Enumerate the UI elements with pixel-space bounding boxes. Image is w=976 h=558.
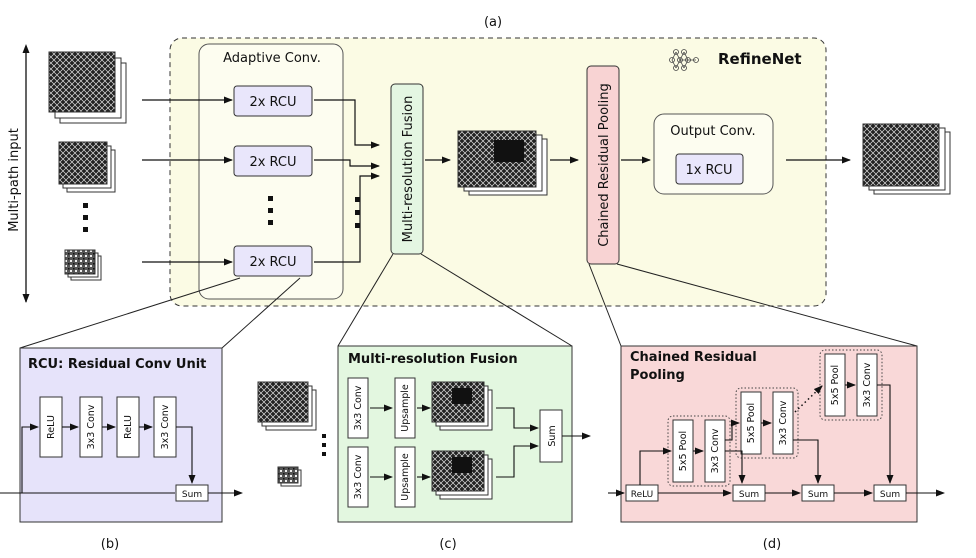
- mrf-block: [390, 83, 424, 255]
- mrf-panel-arrows: [370, 404, 591, 481]
- adaptive-conv-label: Adaptive Conv.: [223, 51, 321, 66]
- mrf-conv-1-label: 3x3 Conv: [353, 385, 364, 430]
- output-rcu-block: [675, 153, 744, 185]
- crp-pool-1: 5x5 Pool: [672, 419, 694, 483]
- mrf-block-label: Multi-resolution Fusion: [401, 96, 416, 243]
- output-image: [862, 123, 951, 195]
- mrf-sum-label: Sum: [547, 425, 558, 446]
- rcu-panel-title: RCU: Residual Conv Unit: [28, 357, 206, 372]
- rcu-block-2: 2x RCU: [233, 145, 313, 177]
- fused-image: [457, 130, 548, 196]
- label-c: (c): [439, 537, 456, 552]
- crp-conv-3-label: 3x3 Conv: [862, 362, 873, 407]
- crp-sum-3-label: Sum: [880, 490, 900, 500]
- rcu-block-3: 2x RCU: [233, 245, 313, 277]
- crp-conv-1-label: 3x3 Conv: [710, 428, 721, 473]
- mrf-input-ellipsis: [355, 197, 360, 228]
- rcu-sum-label: Sum: [182, 490, 202, 500]
- mrf-panel-image-2: [431, 450, 493, 500]
- input-image-1: [48, 51, 127, 124]
- refinenet-title: RefineNet: [718, 50, 802, 68]
- crp-sum-3: Sum: [873, 484, 907, 502]
- label-d: (d): [763, 537, 781, 552]
- rcu-relu-2: ReLU: [116, 396, 140, 458]
- mrf-conv-1: 3x3 Conv: [347, 377, 369, 439]
- mrf-conv-2-label: 3x3 Conv: [353, 454, 364, 499]
- crp-sum-1: Sum: [732, 484, 766, 502]
- rcu-block-1-label: 2x RCU: [249, 95, 296, 110]
- crp-block: [586, 65, 620, 265]
- mrf-panel-title: Multi-resolution Fusion: [348, 352, 518, 367]
- rcu-conv-1-label: 3x3 Conv: [86, 404, 97, 449]
- mrf-upsample-2: Upsample: [394, 446, 416, 508]
- mrf-upsample-1: Upsample: [394, 377, 416, 439]
- rcu-conv-2: 3x3 Conv: [153, 396, 177, 458]
- rcu-ellipsis: [268, 196, 273, 225]
- input-image-2: [58, 141, 116, 193]
- crp-conv-2: 3x3 Conv: [772, 391, 794, 455]
- output-rcu-label: 1x RCU: [685, 163, 732, 178]
- mrf-panel-input-1: [257, 381, 317, 431]
- rcu-block-3-label: 2x RCU: [249, 255, 296, 270]
- crp-pool-2-label: 5x5 Pool: [746, 403, 757, 443]
- rcu-panel-arrows: [0, 423, 243, 497]
- input-ellipsis: [83, 203, 88, 232]
- crp-relu-label: ReLU: [631, 490, 654, 500]
- crp-sum-2: Sum: [801, 484, 835, 502]
- crp-stage-2: [735, 387, 799, 459]
- crp-panel-title-line2: Pooling: [630, 368, 685, 383]
- crp-conv-1: 3x3 Conv: [704, 419, 726, 483]
- zoom-lines: [19, 253, 918, 349]
- rcu-relu-1: ReLU: [39, 396, 63, 458]
- input-arrows: [142, 96, 380, 266]
- crp-stage-1: [667, 415, 731, 487]
- rcu-relu-1-label: ReLU: [46, 415, 57, 439]
- mrf-panel-input-2: [277, 466, 302, 487]
- mrf-panel-image-1: [431, 381, 493, 431]
- output-conv-label: Output Conv.: [670, 124, 755, 139]
- rcu-relu-2-label: ReLU: [123, 415, 134, 439]
- rcu-block-2-label: 2x RCU: [249, 155, 296, 170]
- crp-block-label: Chained Residual Pooling: [597, 83, 612, 247]
- crp-conv-2-label: 3x3 Conv: [778, 400, 789, 445]
- label-a: (a): [484, 15, 502, 30]
- crp-sum-2-label: Sum: [808, 490, 828, 500]
- refinenet-logo-icon: [669, 49, 699, 71]
- mrf-upsample-1-label: Upsample: [400, 384, 411, 432]
- crp-pool-1-label: 5x5 Pool: [678, 431, 689, 471]
- crp-panel-arrows: [608, 381, 945, 497]
- crp-chain-dotted-arrow: [794, 385, 823, 413]
- input-image-4: [64, 249, 102, 281]
- crp-pool-2: 5x5 Pool: [740, 391, 762, 455]
- mrf-upsample-2-label: Upsample: [400, 453, 411, 501]
- mrf-conv-2: 3x3 Conv: [347, 446, 369, 508]
- multi-path-input-label: Multi-path input: [7, 128, 22, 232]
- crp-pool-3: 5x5 Pool: [824, 353, 846, 417]
- rcu-block-1: 2x RCU: [233, 85, 313, 117]
- rcu-conv-2-label: 3x3 Conv: [160, 404, 171, 449]
- rcu-conv-1: 3x3 Conv: [79, 396, 103, 458]
- crp-conv-3: 3x3 Conv: [856, 353, 878, 417]
- crp-stage-3: [819, 349, 883, 421]
- crp-panel-title-line1: Chained Residual: [630, 350, 757, 365]
- mrf-panel-input-ellipsis: [322, 434, 326, 456]
- crp-sum-1-label: Sum: [739, 490, 759, 500]
- label-b: (b): [101, 537, 119, 552]
- crp-pool-3-label: 5x5 Pool: [830, 365, 841, 405]
